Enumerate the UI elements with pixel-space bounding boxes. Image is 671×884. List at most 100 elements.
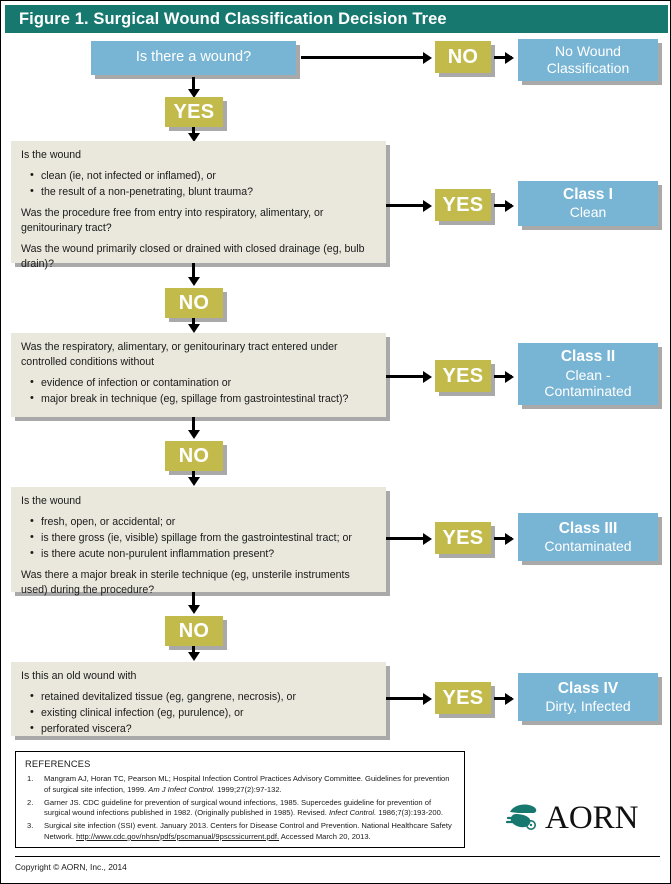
result-class-2-title: Class II bbox=[560, 348, 616, 366]
class-4-yes-label: YES bbox=[442, 686, 484, 709]
connector-yes-to-class1 bbox=[494, 204, 512, 207]
result-class-3: Class III Contaminated bbox=[518, 513, 658, 561]
start-question-box: Is there a wound? bbox=[91, 41, 296, 75]
result-class-1-title: Class I bbox=[563, 186, 613, 204]
q3-bullet: is there acute non-purulent inflammation… bbox=[30, 546, 376, 562]
q1-bullets-1: clean (ie, not infected or inflamed), or… bbox=[21, 168, 376, 200]
q1-lead-1: Is the wound bbox=[21, 149, 82, 161]
arrow-q1-down bbox=[187, 277, 200, 286]
question-box-class-3: Is the wound fresh, open, or accidental;… bbox=[11, 487, 386, 596]
copyright-text: Copyright © AORN, Inc., 2014 bbox=[15, 862, 127, 872]
question-box-class-4: Is this an old wound with retained devit… bbox=[11, 662, 386, 737]
arrow-q3-down bbox=[187, 605, 200, 614]
reference-text-post: 1986;7(3):193-200. bbox=[376, 808, 443, 818]
reference-text-tail: Accessed March 20, 2013. bbox=[279, 831, 371, 841]
arrow-q4-to-yes bbox=[423, 692, 432, 705]
figure-header: Figure 1. Surgical Wound Classification … bbox=[5, 5, 668, 33]
class-3-no-label: NO bbox=[178, 619, 210, 642]
question-box-class-2: Was the respiratory, alimentary, or geni… bbox=[11, 333, 386, 417]
q4-bullet: existing clinical infection (eg, purulen… bbox=[30, 705, 376, 721]
connector-q3-down bbox=[192, 592, 195, 608]
class-2-yes-decision: YES bbox=[435, 360, 491, 392]
reference-text-pre: Surgical site infection (SSI) event. Jan… bbox=[44, 821, 452, 841]
start-no-label: NO bbox=[447, 45, 479, 68]
connector-no2-down bbox=[192, 471, 195, 482]
q2-lead-1: Was the respiratory, alimentary, or geni… bbox=[21, 341, 338, 369]
q1-lead-3: Was the wound primarily closed or draine… bbox=[21, 243, 365, 271]
result-no-wound-line1: No Wound bbox=[555, 43, 621, 60]
references-box: REFERENCES 1. Mangram AJ, Horan TC, Pear… bbox=[15, 751, 465, 848]
reference-number: 3. bbox=[27, 821, 34, 831]
arrow-start-to-no bbox=[423, 51, 432, 64]
arrow-yes-to-class2 bbox=[505, 370, 514, 383]
arrow-q2-down bbox=[187, 430, 200, 439]
aorn-wordmark: AORN bbox=[545, 799, 639, 836]
q1-bullet: clean (ie, not infected or inflamed), or bbox=[30, 168, 376, 184]
aorn-surgeon-icon bbox=[505, 801, 542, 835]
arrow-no-to-nowound bbox=[505, 51, 514, 64]
result-class-1-sub: Clean bbox=[569, 204, 607, 221]
class-1-yes-label: YES bbox=[442, 193, 484, 216]
result-class-1: Class I Clean bbox=[518, 181, 658, 226]
connector-start-down bbox=[192, 77, 195, 91]
connector-q3-to-yes bbox=[386, 537, 423, 540]
references-heading: REFERENCES bbox=[25, 759, 91, 769]
result-class-2: Class II Clean - Contaminated bbox=[518, 343, 658, 405]
connector-no-to-nowound bbox=[494, 56, 512, 59]
result-class-2-sub2: Contaminated bbox=[544, 383, 632, 400]
class-2-yes-label: YES bbox=[442, 364, 484, 387]
arrow-q3-to-yes bbox=[423, 532, 432, 545]
arrow-q2-to-yes bbox=[423, 370, 432, 383]
q3-bullet: fresh, open, or accidental; or bbox=[30, 514, 376, 530]
connector-q4-to-yes bbox=[386, 697, 423, 700]
result-class-2-sub: Clean - bbox=[565, 366, 611, 383]
q4-bullet: perforated viscera? bbox=[30, 721, 376, 737]
connector-q2-to-yes bbox=[386, 375, 423, 378]
class-3-no-decision: NO bbox=[165, 616, 223, 646]
arrow-yes-to-class1 bbox=[505, 199, 514, 212]
q3-bullets-1: fresh, open, or accidental; or is there … bbox=[21, 514, 376, 562]
connector-yes-to-class4 bbox=[494, 697, 512, 700]
reference-number: 2. bbox=[27, 797, 34, 807]
reference-url-link[interactable]: http://www.cdc.gov/nhsn/pdfs/pscmanual/9… bbox=[76, 831, 280, 841]
result-no-wound-line2: Classification bbox=[546, 60, 630, 76]
references-list: 1. Mangram AJ, Horan TC, Pearson ML; Hos… bbox=[25, 774, 455, 843]
class-1-no-decision: NO bbox=[165, 288, 223, 318]
q3-lead-1: Is the wound bbox=[21, 495, 82, 507]
start-yes-decision: YES bbox=[165, 97, 223, 127]
reference-text-pre: Mangram AJ, Horan TC, Pearson ML; Hospit… bbox=[44, 774, 450, 794]
q4-lead-1: Is this an old wound with bbox=[21, 670, 137, 682]
reference-item: 3. Surgical site infection (SSI) event. … bbox=[25, 821, 455, 843]
connector-yes-down-1 bbox=[192, 127, 195, 137]
page-title: Figure 1. Surgical Wound Classification … bbox=[19, 9, 447, 28]
footer-divider bbox=[15, 856, 660, 857]
reference-number: 1. bbox=[27, 774, 34, 783]
class-1-no-label: NO bbox=[178, 291, 210, 314]
result-class-4: Class IV Dirty, Infected bbox=[518, 673, 658, 721]
q4-bullets-1: retained devitalized tissue (eg, gangren… bbox=[21, 689, 376, 737]
arrow-q1-to-yes bbox=[423, 199, 432, 212]
result-no-wound: No Wound Classification bbox=[518, 39, 658, 81]
connector-q2-down bbox=[192, 417, 195, 433]
result-class-4-sub: Dirty, Infected bbox=[545, 697, 631, 714]
q2-bullets-1: evidence of infection or contamination o… bbox=[21, 375, 376, 407]
connector-no3-down bbox=[192, 646, 195, 657]
reference-text-post: 1999;27(2):97-132. bbox=[214, 784, 282, 794]
reference-item: 1. Mangram AJ, Horan TC, Pearson ML; Hos… bbox=[25, 774, 455, 796]
q1-bullet: the result of a non-penetrating, blunt t… bbox=[30, 184, 376, 200]
arrow-yes-to-class3 bbox=[505, 532, 514, 545]
reference-item: 2. Garner JS. CDC guideline for preventi… bbox=[25, 798, 455, 820]
reference-journal: Am J Infect Control. bbox=[148, 784, 215, 794]
arrow-yes-down-1 bbox=[187, 133, 200, 142]
connector-q1-down bbox=[192, 263, 195, 279]
connector-no1-down bbox=[192, 318, 195, 329]
connector-yes-to-class3 bbox=[494, 537, 512, 540]
class-3-yes-decision: YES bbox=[435, 522, 491, 554]
reference-journal: Infect Control. bbox=[328, 808, 377, 818]
q3-lead-2: Was there a major break in sterile techn… bbox=[21, 569, 350, 597]
class-3-yes-label: YES bbox=[442, 526, 484, 549]
start-yes-label: YES bbox=[173, 100, 215, 123]
question-box-class-1: Is the wound clean (ie, not infected or … bbox=[11, 141, 386, 270]
arrow-no1-down bbox=[187, 324, 200, 333]
